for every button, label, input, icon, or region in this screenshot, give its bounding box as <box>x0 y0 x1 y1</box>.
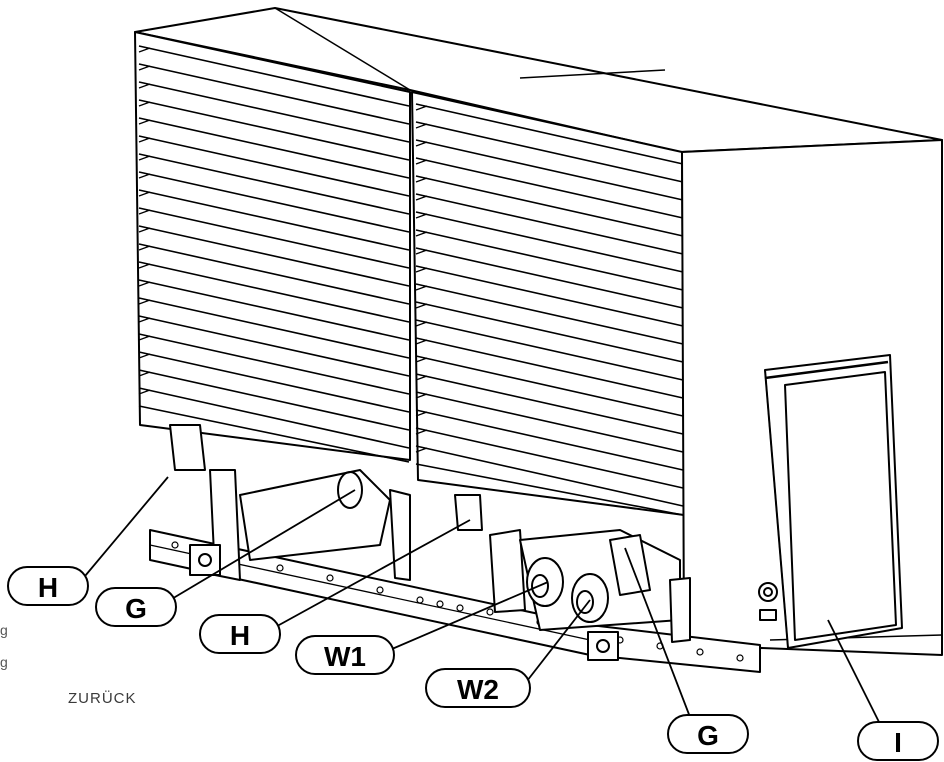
callout-g-left: G <box>125 593 147 624</box>
right-foot <box>587 631 619 661</box>
cabinet-side <box>764 369 789 649</box>
callout-w1-pill <box>295 635 395 675</box>
leader-g-right <box>624 547 696 731</box>
lid-seam-2 <box>519 69 666 79</box>
callout-h-left: H <box>38 572 58 603</box>
edge-text-2: g <box>0 654 8 670</box>
callout-w1: W1 <box>324 641 366 672</box>
cabinet-top-edge <box>764 360 889 380</box>
callout-i-pill <box>857 721 939 761</box>
left-louver-slats <box>138 45 410 463</box>
callout-w2-pill <box>425 668 531 708</box>
right-bracket <box>489 529 526 613</box>
pump-1-inner <box>531 574 549 598</box>
cabinet-door <box>784 371 897 641</box>
leader-i <box>827 619 889 741</box>
left-louver-panel <box>134 31 411 461</box>
left-foot-hole <box>198 553 212 567</box>
leader-lines <box>79 476 889 741</box>
leader-g-left <box>164 489 356 604</box>
gland-nut <box>759 609 777 621</box>
right-louver-slats <box>415 103 684 516</box>
left-tank-flange <box>337 471 363 509</box>
callout-h-left-pill <box>7 566 89 606</box>
callout-i: I <box>894 727 902 758</box>
callout-g-left-pill <box>95 587 177 627</box>
leader-w1 <box>384 581 549 653</box>
right-foot-hole <box>596 639 610 653</box>
left-valve-block <box>169 424 206 471</box>
mid-valve-block <box>454 494 483 531</box>
pump-flange <box>609 534 651 596</box>
callout-w2: W2 <box>457 674 499 705</box>
end-bracket <box>669 577 691 643</box>
lid-seam <box>274 7 411 91</box>
leader-w2 <box>519 599 591 691</box>
callout-g-right: G <box>697 720 719 751</box>
back-link[interactable]: ZURÜCK <box>68 690 137 707</box>
leader-h-left <box>79 476 169 583</box>
callout-h-mid-pill <box>199 614 281 654</box>
cable-gland <box>758 582 778 602</box>
cable-gland-inner <box>763 587 773 597</box>
left-tank <box>239 469 391 561</box>
callout-h-mid: H <box>230 620 250 651</box>
left-foot <box>189 544 221 576</box>
mid-bracket <box>389 489 411 581</box>
leader-h-mid <box>269 519 471 631</box>
callout-g-right-pill <box>667 714 749 754</box>
pump-1 <box>526 557 564 607</box>
edge-text-1: g <box>0 622 8 638</box>
pump-2 <box>571 573 609 623</box>
pump-2-inner <box>576 590 594 614</box>
